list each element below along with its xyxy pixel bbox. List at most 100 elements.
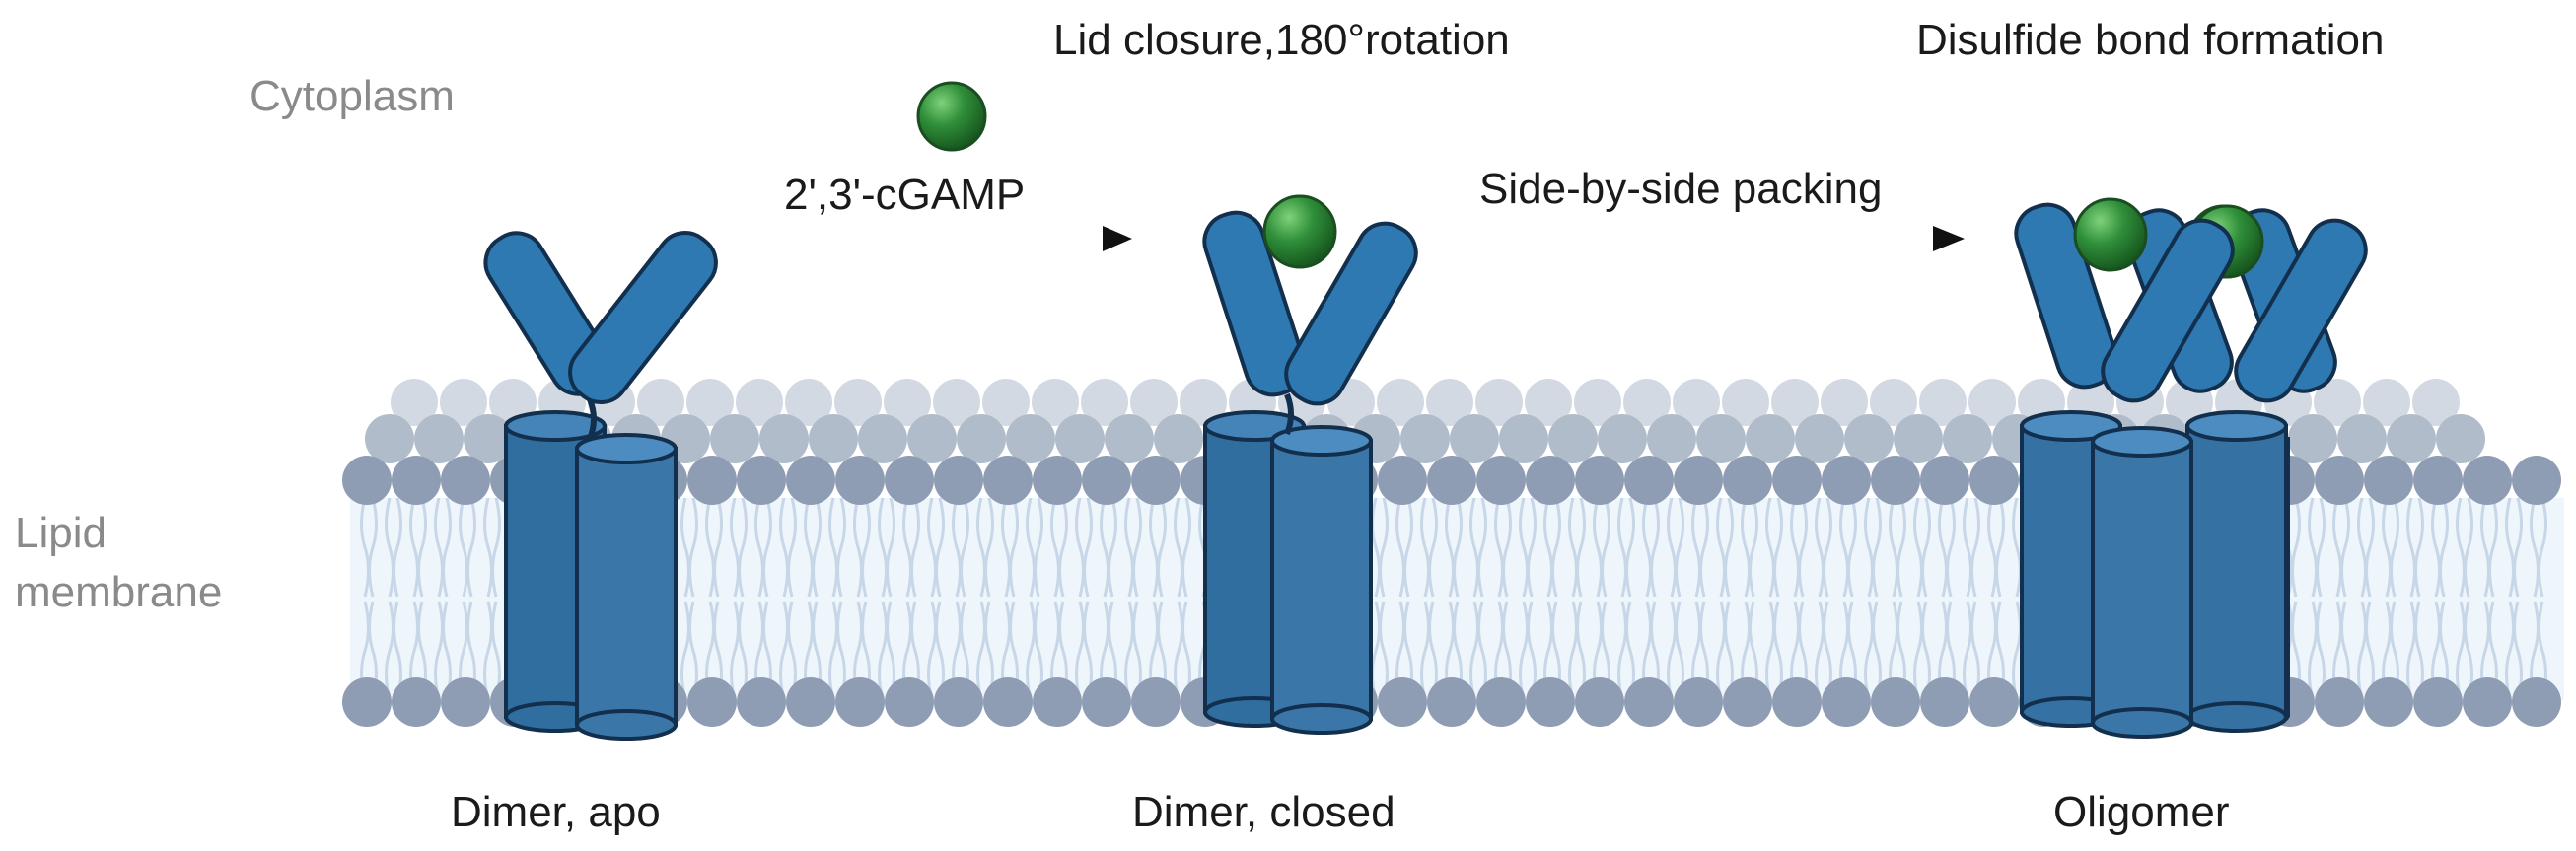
bound-cgamp-ligand [1262, 194, 1337, 269]
lipid-head-back [440, 379, 487, 426]
lipid-tail [1617, 497, 1627, 598]
lipid-head-back [1548, 414, 1598, 463]
lipid-tail [1798, 497, 1808, 598]
lipid-tail [1913, 601, 1923, 701]
lipid-tail [1749, 497, 1758, 598]
lipid-tail [2513, 497, 2523, 598]
lipid-tail [952, 497, 962, 598]
lipid-tail [1823, 497, 1832, 598]
lipid-head-back [1525, 379, 1572, 426]
lipid-head-back [1400, 414, 1450, 463]
lbd-arm-left [1202, 210, 1307, 397]
lipid-head [1920, 677, 1969, 727]
lipid-tail [910, 497, 920, 598]
lipid-tail [1568, 601, 1578, 701]
lipid-tail [1963, 497, 1972, 598]
lipid-head-back [1746, 414, 1795, 463]
lipid-head [392, 456, 441, 505]
arrow-side-by-side [1504, 226, 1965, 251]
lipid-tail [385, 601, 394, 701]
lipid-head [441, 677, 490, 727]
lipid-tail [1124, 497, 1134, 598]
lipid-tail [1174, 497, 1183, 598]
dimer-apo [483, 231, 718, 741]
lipid-head [2315, 677, 2364, 727]
lipid-head-back [907, 414, 957, 463]
lipid-head-back [1647, 414, 1696, 463]
lipid-head [1526, 677, 1575, 727]
lipid-tail [730, 497, 740, 598]
lipid-tail [1847, 497, 1857, 598]
lipid-tail [2340, 497, 2350, 598]
lipid-head [1427, 677, 1476, 727]
lipid-tail [2505, 601, 2515, 701]
lipid-tail [2406, 601, 2416, 701]
lipid-tail [1026, 497, 1036, 598]
lipid-tail [2357, 601, 2367, 701]
lipid-head-back [1105, 414, 1154, 463]
lipid-head [2512, 677, 2561, 727]
lipid-head-back [809, 414, 858, 463]
lipid-head [934, 456, 983, 505]
lipid-head-back [1673, 379, 1720, 426]
lipid-head [786, 677, 835, 727]
lipid-head-back [1574, 379, 1621, 426]
membrane-label-line1: Lipid [15, 509, 107, 557]
lipid-tail [1896, 497, 1906, 598]
lipid-head [737, 677, 786, 727]
lipid-tail [1108, 497, 1117, 598]
lipid-head-back [957, 414, 1006, 463]
lipid-head [1822, 456, 1871, 505]
lipid-head-back [637, 379, 684, 426]
lipid-tail [680, 601, 690, 701]
lipid-head-back [2337, 414, 2387, 463]
lipid-tail [1691, 497, 1701, 598]
lipid-head-back [1081, 379, 1128, 426]
lipid-tail [2012, 601, 2022, 701]
state-dimer-closed-label: Dimer, closed [1132, 788, 1395, 836]
lipid-head [835, 456, 885, 505]
lipid-head-back [858, 414, 907, 463]
lipid-tail [459, 497, 468, 598]
lipid-tail [1946, 497, 1956, 598]
lipid-head-back [1450, 414, 1499, 463]
lipid-head-back [1623, 379, 1671, 426]
lipid-head [1131, 677, 1181, 727]
lipid-tail [1667, 601, 1677, 701]
lipid-head-back [1771, 379, 1819, 426]
lipid-tail [935, 497, 945, 598]
lipid-tail [2406, 497, 2416, 598]
cytoplasm-label: Cytoplasm [250, 72, 455, 120]
lipid-head [2413, 456, 2463, 505]
lbd-arm-right [1284, 221, 1418, 406]
lipid-head-back [414, 414, 464, 463]
lipid-tail [1519, 601, 1529, 701]
lipid-head [1476, 677, 1526, 727]
lipid-tail [1420, 601, 1430, 701]
lipid-head-back [1180, 379, 1227, 426]
lipid-tail [1149, 497, 1159, 598]
lipid-tail [1716, 497, 1726, 598]
step1-title: Lid closure,180°rotation [1053, 16, 1510, 64]
lipid-head-back [1154, 414, 1203, 463]
lipid-tail [984, 497, 994, 598]
lipid-tail [483, 601, 493, 701]
tm-helix-front [1270, 425, 1373, 735]
lipid-head [342, 456, 392, 505]
ligand-label: 2',3'-cGAMP [784, 171, 1025, 219]
lipid-head-back [1475, 379, 1523, 426]
dimer-closed [1202, 194, 1418, 735]
lipid-tail [861, 497, 871, 598]
lipid-head [1575, 456, 1624, 505]
lipid-tail [828, 601, 838, 701]
lipid-tail [886, 497, 895, 598]
lipid-head [1033, 456, 1082, 505]
lipid-head [2315, 456, 2364, 505]
lipid-tail [1371, 497, 1381, 598]
lipid-tail [1420, 497, 1430, 598]
lipid-head-back [1426, 379, 1473, 426]
linker [587, 397, 597, 441]
lipid-tail [1058, 497, 1068, 598]
lipid-head-back [884, 379, 931, 426]
lipid-head [1624, 677, 1674, 727]
